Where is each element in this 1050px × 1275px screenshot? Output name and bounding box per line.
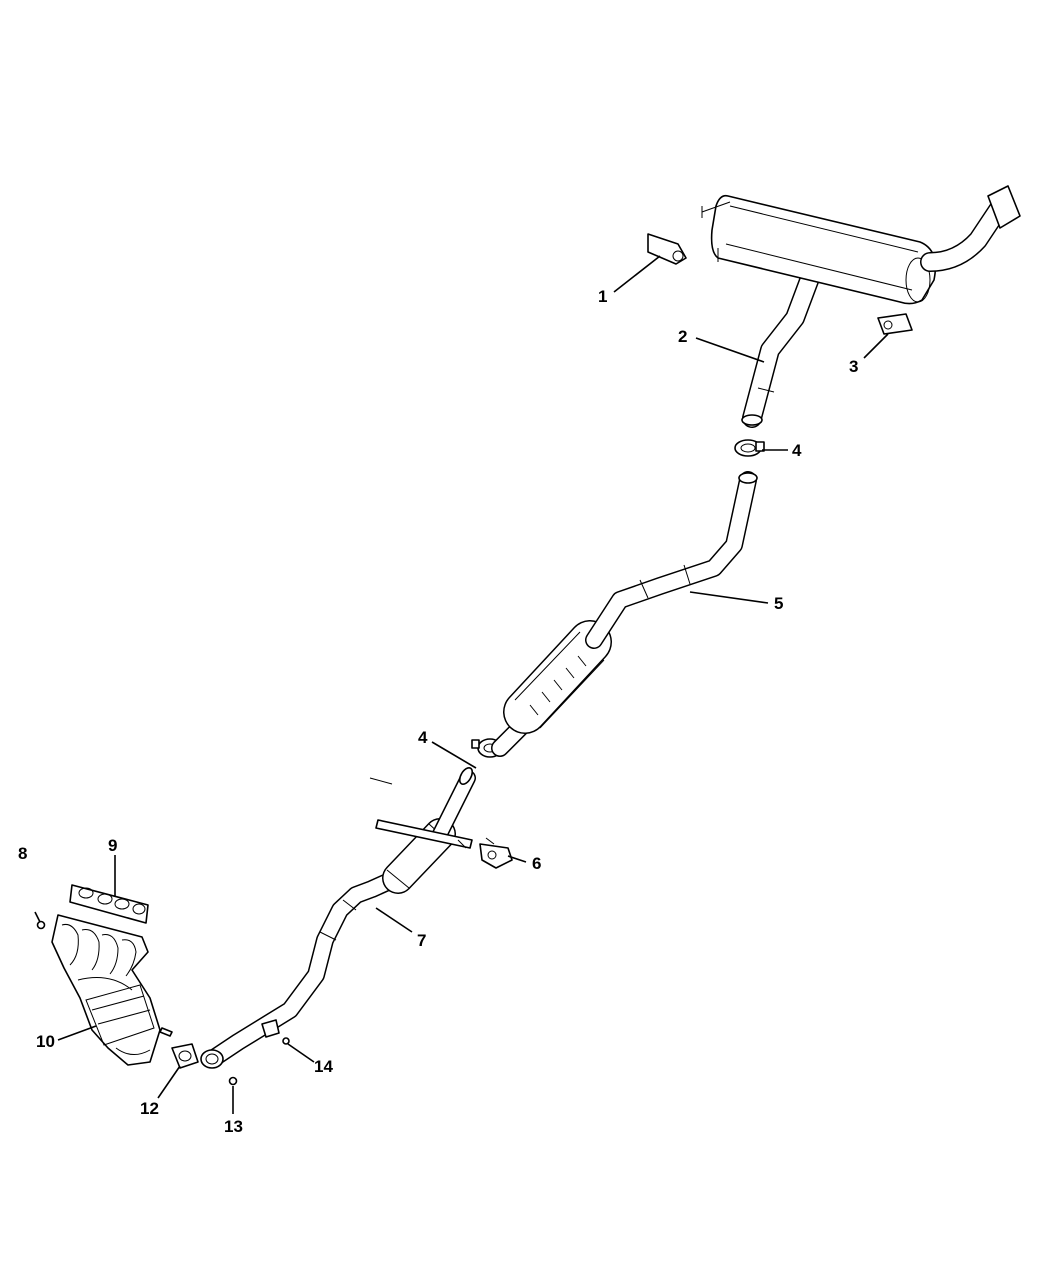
stud <box>159 1027 173 1037</box>
callout-2: 2 <box>678 327 687 346</box>
callout-1: 1 <box>598 287 607 306</box>
part-12-flange-gasket <box>171 1043 199 1069</box>
callout-10: 10 <box>36 1032 55 1051</box>
rear-muffler <box>701 185 1021 305</box>
part-5-intermediate-pipe <box>491 471 758 757</box>
callout-3: 3 <box>849 357 858 376</box>
callout-8: 8 <box>18 844 27 863</box>
callout-5: 5 <box>774 594 783 613</box>
part-6-hanger <box>479 837 513 869</box>
callout-7: 7 <box>417 931 426 950</box>
callout-14: 14 <box>314 1057 333 1076</box>
callout-4-lower: 4 <box>418 728 428 747</box>
part-1-isolator <box>647 233 687 265</box>
part-10-exhaust-manifold <box>51 914 161 1066</box>
leader-lines <box>57 255 889 1114</box>
callouts: 1 2 3 4 5 4 6 7 8 9 10 12 13 14 <box>18 287 858 1136</box>
callout-12: 12 <box>140 1099 159 1118</box>
part-14-clip <box>282 1037 290 1045</box>
part-8-bolt <box>34 911 46 930</box>
callout-6: 6 <box>532 854 541 873</box>
callout-9: 9 <box>108 836 117 855</box>
part-2-pipe <box>741 268 824 428</box>
part-9-gasket <box>69 884 149 924</box>
part-7-front-pipe <box>200 767 476 1069</box>
callout-4-upper: 4 <box>792 441 802 460</box>
callout-13: 13 <box>224 1117 243 1136</box>
part-4-clamp-upper <box>734 439 765 457</box>
part-13-nut <box>228 1076 238 1086</box>
part-3-isolator <box>877 313 913 335</box>
